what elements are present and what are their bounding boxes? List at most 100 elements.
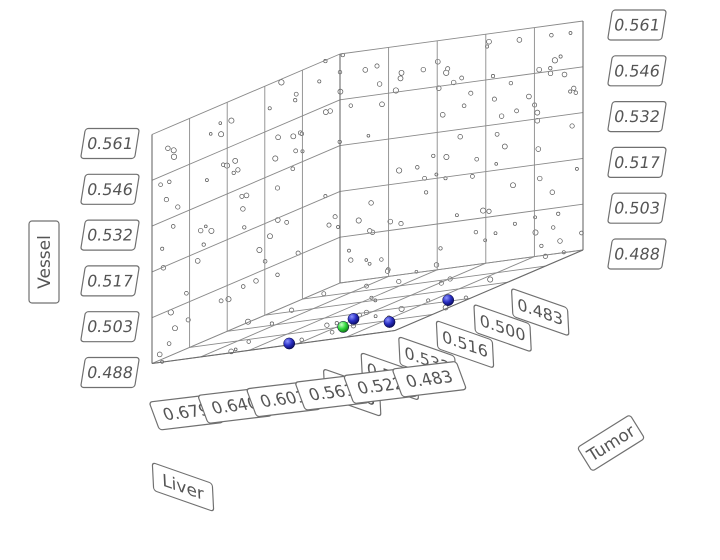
z-tick-label-left-box [80,311,140,343]
background-dot [568,89,573,94]
background-dot [321,291,327,297]
background-dot [445,66,451,72]
background-dot [172,325,178,332]
background-dot [208,132,213,136]
background-dot [326,222,332,228]
background-dot [243,192,250,199]
background-dot [549,189,555,195]
z-axis-title: Vessel [28,220,60,304]
background-dot [398,69,405,76]
left-wall-gridline [151,236,341,319]
background-dot [170,153,178,160]
background-dot [275,272,280,277]
background-dot [194,258,201,264]
floor-gridline [200,275,389,358]
background-dot [367,228,373,234]
background-dot [293,148,299,154]
background-dot [558,54,563,59]
background-dot [486,38,492,45]
background-dot [218,131,225,138]
background-dot [548,66,553,71]
background-dot [573,90,578,95]
floor-gridline [264,281,508,316]
background-dot [498,113,505,119]
y-tick-label-text: 0.483 [403,367,456,391]
background-dot [379,101,385,108]
z-tick-label-right-box [607,146,667,178]
left-wall-gridline [151,282,341,364]
background-dot [239,193,245,199]
z-tick-label-left-text: 0.488 [86,363,135,382]
background-dot [347,248,351,253]
x-tick-label-box [473,304,532,352]
data-point [383,316,396,328]
background-dot [379,257,384,262]
background-dot [373,314,378,319]
data-point [442,294,455,306]
background-dot [163,197,169,203]
z-tick-label-right-text: 0.546 [613,61,662,80]
z-tick-label-right-text: 0.517 [613,153,662,172]
background-dot [272,155,279,162]
background-dot [376,81,383,87]
background-dot [556,211,561,216]
left-wall-gridline [151,145,341,227]
z-tick-label-left-text: 0.503 [86,317,135,336]
y-tick-label: 0.483 [392,361,467,398]
right-wall-gridline [339,249,584,284]
background-dot [398,221,404,227]
z-axis-title-box [28,220,60,304]
background-dot [532,229,539,236]
background-dot [198,227,204,234]
background-dot [366,133,371,138]
floor-gridline [297,262,486,345]
z-tick-label-right: 0.503 [607,192,667,224]
background-dot [439,112,446,118]
background-dot [156,351,163,358]
background-dot [374,63,380,69]
x-axis-title: Liver [151,462,215,512]
background-dot [569,123,575,129]
left-wall-gridline [151,99,341,181]
background-dot [368,200,374,206]
background-dot [557,238,563,244]
background-dot [290,166,296,172]
z-tick-label-right-box [607,9,667,41]
x-axis-title-box [151,462,215,512]
background-dot [508,80,514,86]
z-tick-label-right-text: 0.488 [613,245,662,264]
left-wall-gridline [151,53,341,135]
background-dot [364,258,369,262]
left-wall-gridline [151,190,341,273]
z-tick-label-left-box [80,127,140,160]
background-dot [175,204,181,210]
background-dot [474,156,479,162]
background-dot [510,182,516,189]
background-dot [549,33,554,38]
z-tick-label-right-box [607,238,667,270]
z-tick-label-right: 0.517 [607,146,667,178]
background-dot [491,96,497,102]
x-tick-label-box [435,320,495,368]
x-tick-label-box [511,288,570,336]
background-dot [240,206,246,212]
background-dot [160,246,165,251]
background-dot [415,165,420,170]
background-dot [535,146,542,152]
background-dot [275,134,281,141]
z-tick-label-left-box [80,173,140,205]
background-dot [443,154,450,160]
grid-lines [151,20,584,365]
tick-labels: 0.4880.4880.5030.5030.5170.5170.5320.532… [80,9,667,431]
background-dot [435,58,441,65]
background-dot [387,218,394,225]
background-dot [514,108,519,114]
background-dot [455,213,459,218]
background-dot [240,284,246,289]
background-dot [233,347,238,352]
z-tick-label-right-text: 0.503 [613,199,662,218]
background-dot [575,167,579,171]
floor-gridline [346,256,535,338]
background-dot [205,178,209,182]
background-dot [362,67,369,73]
